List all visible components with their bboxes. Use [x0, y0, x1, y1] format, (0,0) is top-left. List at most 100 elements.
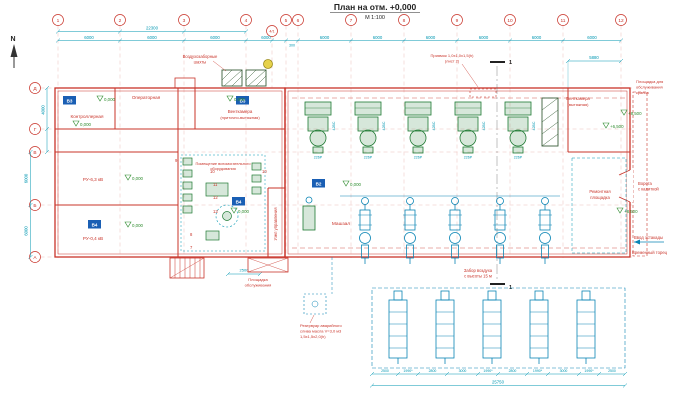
north-arrow: N: [10, 36, 18, 68]
note-temp-end: Временный торец: [632, 250, 668, 255]
gate-with-wicket: [618, 169, 633, 203]
pos-number: 11: [213, 182, 218, 187]
dim-6000: 6000: [532, 35, 542, 40]
room-label-vent-supply-2: (приточно-вытяжная): [220, 115, 260, 120]
crane-symbol: [263, 59, 273, 69]
elevation-value: 0,000: [104, 97, 116, 102]
elevation-p85: +8,500: [620, 109, 642, 116]
dim-left-6000: 6000: [24, 173, 29, 183]
axis-label: 11: [561, 18, 566, 24]
air-intake-shafts: [221, 59, 273, 87]
axis-label: 2: [119, 18, 122, 24]
pos-number: 8: [190, 232, 193, 237]
dim-bottom-seg: 1990*: [483, 369, 493, 373]
dim-6000: 6000: [587, 35, 597, 40]
dim-6000: 6000: [84, 35, 94, 40]
note-tank: Резервуар аварийного: [300, 323, 342, 328]
room-label-vent-supply: Венткамера: [228, 109, 253, 114]
elevation-value: 0,000: [80, 122, 92, 127]
axis-label: 10: [507, 18, 513, 24]
note-crane-platform-2: обслуживания: [636, 85, 663, 90]
elevation-zero: 0,000: [342, 180, 362, 187]
unit-side-tag: 42ВС: [432, 121, 436, 130]
exterior-stairs: [169, 257, 205, 279]
axis-bubble-col-4-1: 4/1: [266, 25, 278, 37]
elevation-value: +8,500: [628, 111, 642, 116]
hall-aux-unit: [302, 196, 316, 231]
axis-bubble-row-a: А: [29, 251, 41, 263]
note-service-platform: Площадка: [248, 277, 268, 282]
dim-5880: 5880: [589, 55, 599, 60]
elevation-value: 0,000: [350, 182, 362, 187]
room-label-ru04: РУ-0,4 кВ: [83, 236, 103, 241]
badge-label: В3: [67, 99, 73, 104]
axis-label: 7: [350, 18, 353, 24]
elevation-p65: +6,500: [602, 122, 624, 129]
pos-number: 12: [213, 195, 218, 200]
room-label-machine-hall: Машзал: [332, 221, 350, 227]
axis-label: 3: [183, 18, 186, 24]
exhaust-vent-unit: [541, 97, 559, 147]
axis-bubble-row-b: Б: [29, 199, 41, 211]
axis-bubble-row-d: Д: [29, 82, 41, 94]
gate-leaf: [618, 169, 631, 176]
axis-label: Г: [34, 127, 37, 133]
elevation-zero: 0,000: [230, 207, 250, 214]
note-crane-platform-3: кранов: [636, 90, 649, 95]
note-air-shafts: Воздухозаборные: [183, 54, 218, 59]
section-line-1: 1 1: [490, 60, 512, 291]
pos-number: 10: [262, 169, 267, 174]
turbine-unit-4: 42ВС 226Р: [454, 101, 486, 160]
aux-small-units: [182, 157, 262, 241]
north-label: N: [10, 36, 15, 43]
room-label-repair: Ремонтная: [589, 189, 610, 194]
repair-zone-boundary: [571, 157, 627, 254]
cooler-unit-1: [388, 290, 408, 364]
badge-v3: В3: [236, 96, 249, 105]
dim-bottom-total: 25750: [492, 380, 505, 385]
room-label-aux-2: оборудования: [210, 166, 236, 171]
exterior-ramp: [247, 257, 289, 273]
pos-number: 7: [190, 245, 193, 250]
pump-train-1: [358, 197, 372, 264]
badge-label: В4: [236, 200, 242, 205]
axis-bubble-col-9: 9: [451, 14, 463, 26]
axis-bubble-col-11: 11: [557, 14, 569, 26]
dim-bottom-seg: 1990*: [533, 369, 543, 373]
dim-left-6000: 6000: [24, 226, 29, 236]
axis-bubble-col-2: 2: [114, 14, 126, 26]
axis-bubble-col-3: 3: [178, 14, 190, 26]
axis-label: 5: [285, 18, 288, 24]
room-label-repair-2: площадка: [590, 195, 610, 200]
elevation-value: +8,500: [624, 209, 638, 214]
axis-label: 1: [57, 18, 60, 24]
badge-v2: В2: [312, 179, 325, 188]
room-label-aux: Помещение вспомогательного: [195, 161, 250, 166]
turbine-units: 42ВС 226Р 42ВС 226Р 42ВС 226Р 42ВС 226Р …: [304, 101, 536, 160]
dim-6000: 6000: [147, 35, 157, 40]
note-gate-2: с калиткой: [638, 187, 659, 192]
room-label-controller: Контроллерная: [71, 114, 104, 119]
axis-label: 4/1: [269, 30, 274, 34]
grid-row-axes: Д Г В Б А: [29, 82, 41, 263]
position-numbers: 9 10 10 11 12 13 8 7: [175, 158, 267, 250]
elevation-value: 0,000: [132, 223, 144, 228]
dim-6000: 6000: [210, 35, 220, 40]
elevation-value: 0,000: [238, 209, 250, 214]
room-labels: Контроллерная Операторная Венткамера (пр…: [71, 95, 611, 241]
pump-train-4: [493, 197, 507, 264]
axis-bubble-col-12: 12: [615, 14, 627, 26]
pump-train-5: [538, 197, 552, 264]
elevation-value: 0,000: [234, 97, 246, 102]
oil-drain-tank: [303, 293, 327, 315]
dim-6000: 6000: [426, 35, 436, 40]
dim-bottom-seg: 1990*: [584, 369, 594, 373]
cooler-unit-3: [482, 290, 502, 364]
elevation-zero: 0,000: [124, 174, 144, 181]
dim-300: 300: [289, 44, 295, 48]
unit-side-tag: 42ВС: [482, 121, 486, 130]
badge-v3: В3: [63, 96, 76, 105]
axis-bubble-row-v: В: [29, 146, 41, 158]
